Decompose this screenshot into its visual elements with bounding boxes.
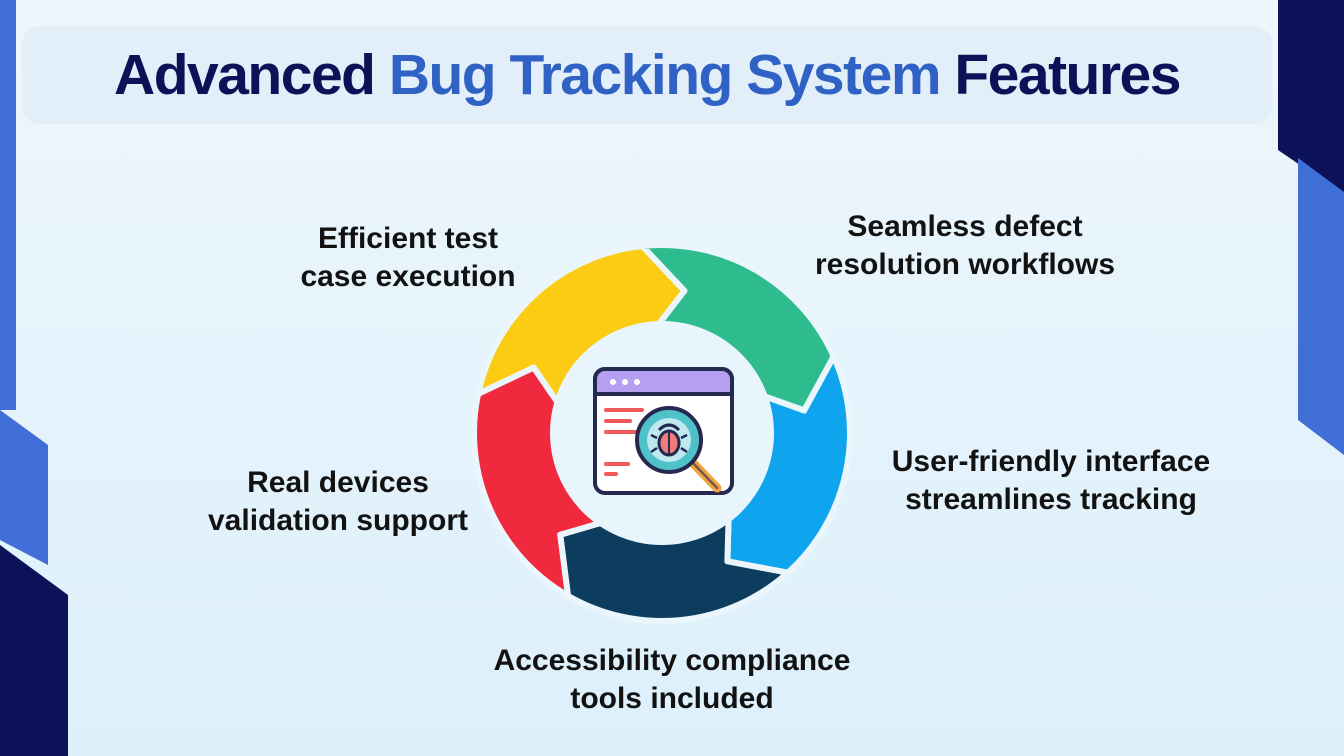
left-blue-shape xyxy=(0,410,48,565)
feature-label-user-friendly: User-friendly interface streamlines trac… xyxy=(891,445,1211,516)
top-left-blue-shape xyxy=(0,0,16,410)
feature-label-real-devices: Real devices validation support xyxy=(207,466,468,537)
page-title: Advanced Bug Tracking System Features xyxy=(114,42,1181,108)
top-right-navy-shape xyxy=(1278,0,1344,195)
title-part-bug-tracking: Bug Tracking System xyxy=(388,43,942,107)
feature-label-accessibility: Accessibility compliance tools included xyxy=(493,644,851,715)
title-part-features: Features xyxy=(954,43,1181,107)
bottom-left-navy-shape xyxy=(0,545,68,756)
feature-cycle-diagram xyxy=(471,241,853,624)
right-blue-shape xyxy=(1298,158,1344,455)
title-part-advanced: Advanced xyxy=(114,43,376,107)
browser-bug-search-icon xyxy=(593,367,734,495)
cycle-segments xyxy=(471,241,853,624)
feature-label-test-execution: Efficient test case execution xyxy=(300,222,516,293)
title-bar: Advanced Bug Tracking System Features xyxy=(22,26,1272,124)
feature-label-defect-resolution: Seamless defect resolution workflows xyxy=(814,210,1116,281)
